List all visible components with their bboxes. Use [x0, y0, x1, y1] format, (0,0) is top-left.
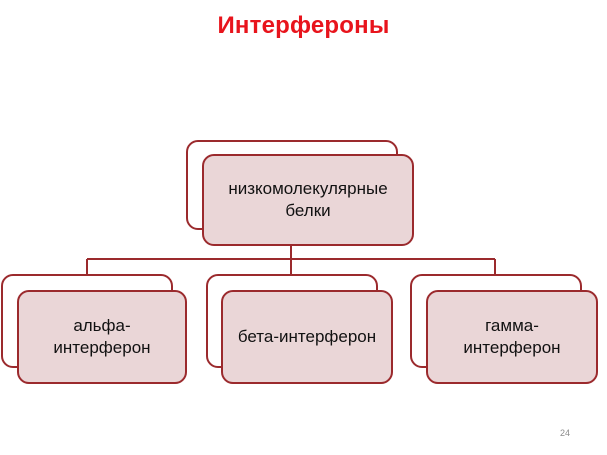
child-node-1-label: альфа- интерферон [53, 316, 151, 357]
page-number: 24 [560, 428, 571, 438]
root-node-label: низкомолекулярные белки [228, 179, 388, 220]
child-node-2: бета-интерферон [221, 290, 393, 384]
child-node-1: альфа- интерферон [17, 290, 187, 384]
child-node-3-label: гамма- интерферон [463, 316, 561, 357]
root-node: низкомолекулярные белки [202, 154, 414, 246]
child-node-3: гамма- интерферон [426, 290, 598, 384]
slide-title: Интерфероны [217, 12, 390, 39]
child-node-2-label: бета-интерферон [237, 327, 377, 346]
